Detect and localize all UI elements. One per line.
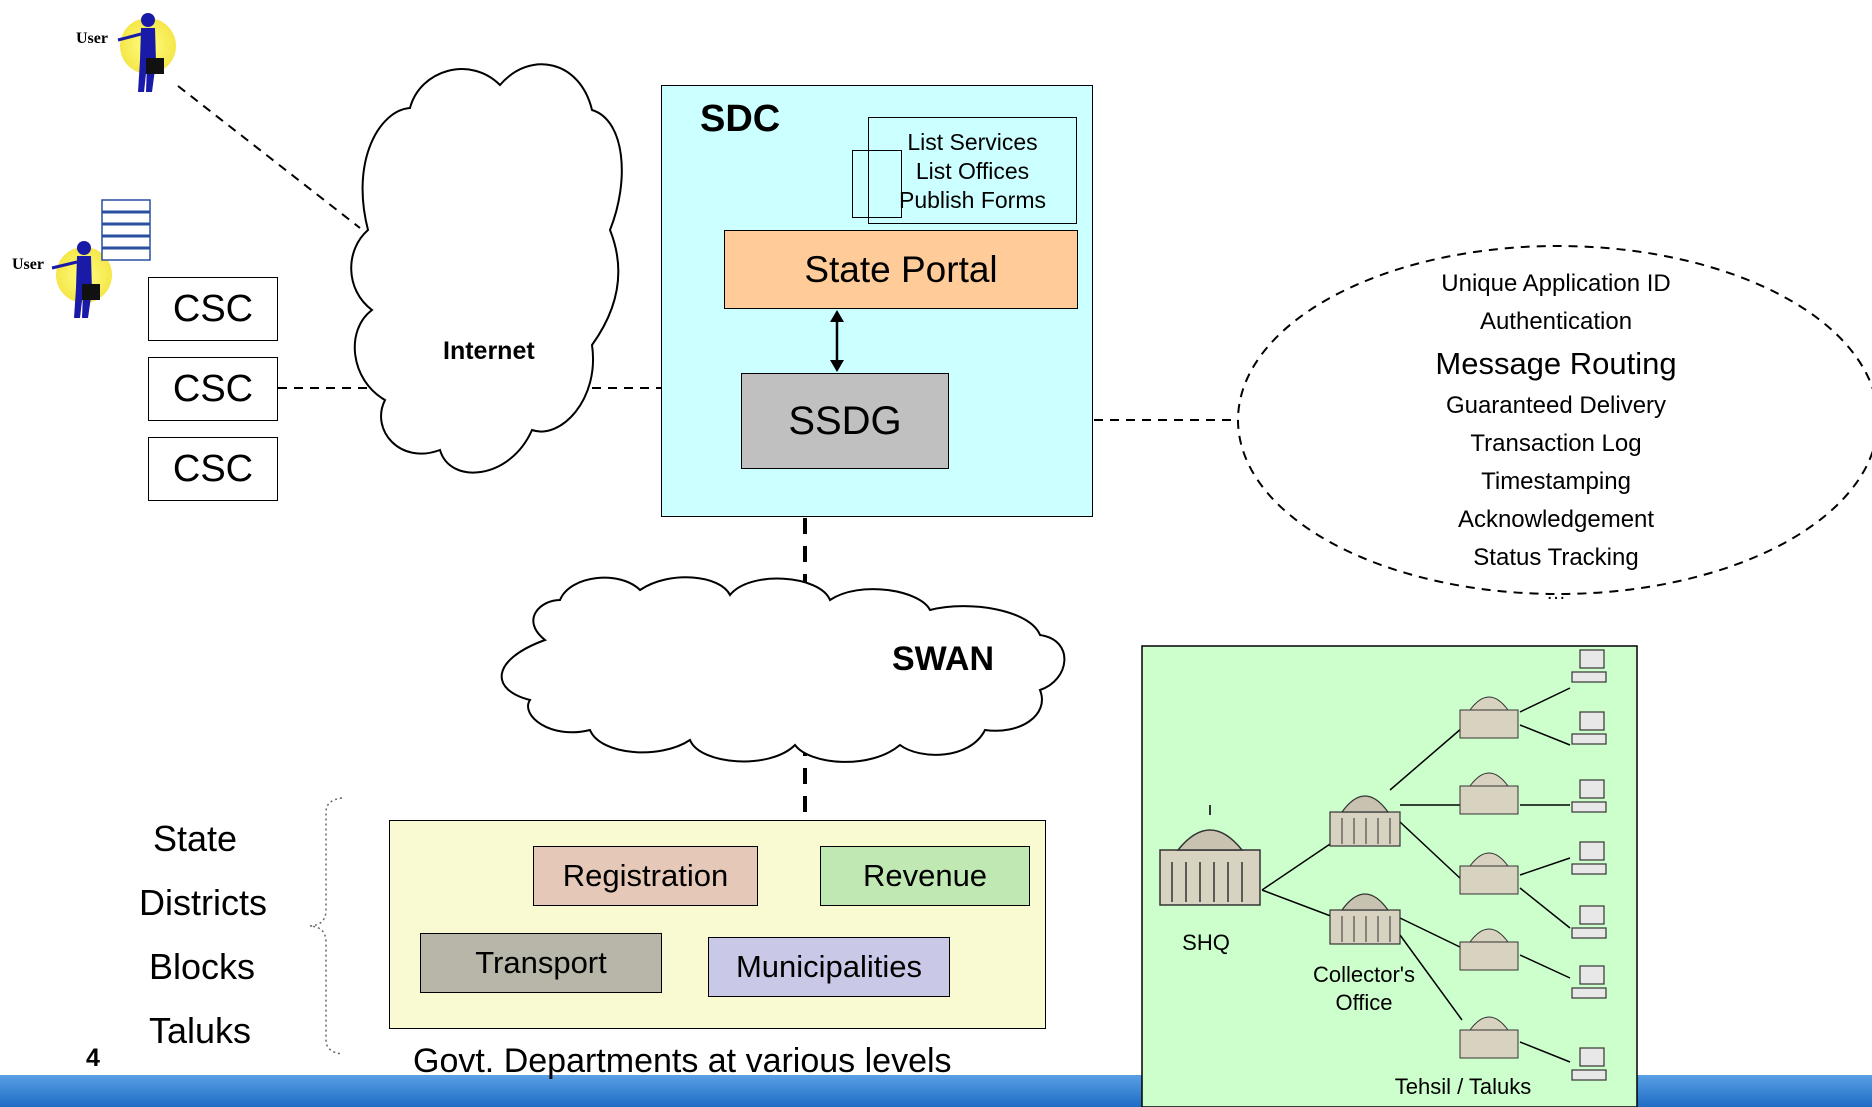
level-item: State	[153, 818, 238, 859]
csc-box: CSC	[148, 437, 278, 501]
csc-box: CSC	[148, 357, 278, 421]
swan-cloud	[500, 576, 1066, 763]
hierarchy-links	[1261, 687, 1571, 1063]
collector-label: Office	[1335, 990, 1393, 1015]
user-label: User	[12, 256, 44, 273]
state-portal-box: State Portal	[724, 230, 1078, 309]
level-item: Blocks	[149, 946, 256, 987]
feature-item: Acknowledgement	[1457, 506, 1655, 533]
computer-icon	[1571, 649, 1607, 1081]
ssdg-box: SSDG	[741, 373, 949, 469]
collector-label: Collector's	[1312, 962, 1416, 987]
double-arrow-icon	[830, 310, 844, 372]
feature-item: Transaction Log	[1470, 430, 1642, 457]
services-note-back	[852, 150, 902, 218]
district-building-icon	[1329, 893, 1401, 945]
level-item: Districts	[139, 882, 267, 923]
levels-brace	[309, 797, 343, 1055]
department-transport: Transport	[420, 933, 662, 993]
feature-item: Guaranteed Delivery	[1445, 392, 1667, 419]
user-icon	[117, 13, 176, 92]
user-label: User	[76, 30, 108, 47]
service-item: Publish Forms	[899, 187, 1046, 213]
feature-more: …	[1546, 582, 1566, 604]
department-revenue: Revenue	[820, 846, 1030, 906]
department-registration: Registration	[533, 846, 758, 906]
departments-caption: Govt. Departments at various levels	[413, 1042, 952, 1080]
feature-item: Status Tracking	[1473, 544, 1639, 571]
service-item: List Services	[907, 129, 1038, 155]
shq-label: SHQ	[1182, 930, 1230, 955]
feature-item: Timestamping	[1481, 468, 1631, 495]
tehsil-label: Tehsil / Taluks	[1394, 1074, 1532, 1099]
services-list: List Services List Offices Publish Forms	[868, 128, 1077, 215]
district-building-icon	[1329, 795, 1401, 847]
taluk-building-icon	[1459, 696, 1519, 1059]
internet-cloud	[350, 63, 623, 474]
user-icon	[51, 199, 151, 318]
shq-building-icon	[1159, 805, 1261, 906]
feature-item: Message Routing	[1435, 346, 1677, 381]
slide-number: 4	[86, 1044, 100, 1072]
swan-label: SWAN	[892, 640, 994, 678]
feature-item: Unique Application ID	[1441, 270, 1671, 297]
service-item: List Offices	[915, 158, 1030, 184]
services-note	[868, 117, 1077, 224]
internet-label: Internet	[443, 337, 535, 365]
csc-box: CSC	[148, 277, 278, 341]
sdc-title: SDC	[700, 98, 781, 140]
feature-item: Authentication	[1479, 308, 1633, 335]
level-item: Taluks	[149, 1010, 252, 1051]
ssdg-features-ellipse	[1237, 245, 1872, 595]
department-municipalities: Municipalities	[708, 937, 950, 997]
